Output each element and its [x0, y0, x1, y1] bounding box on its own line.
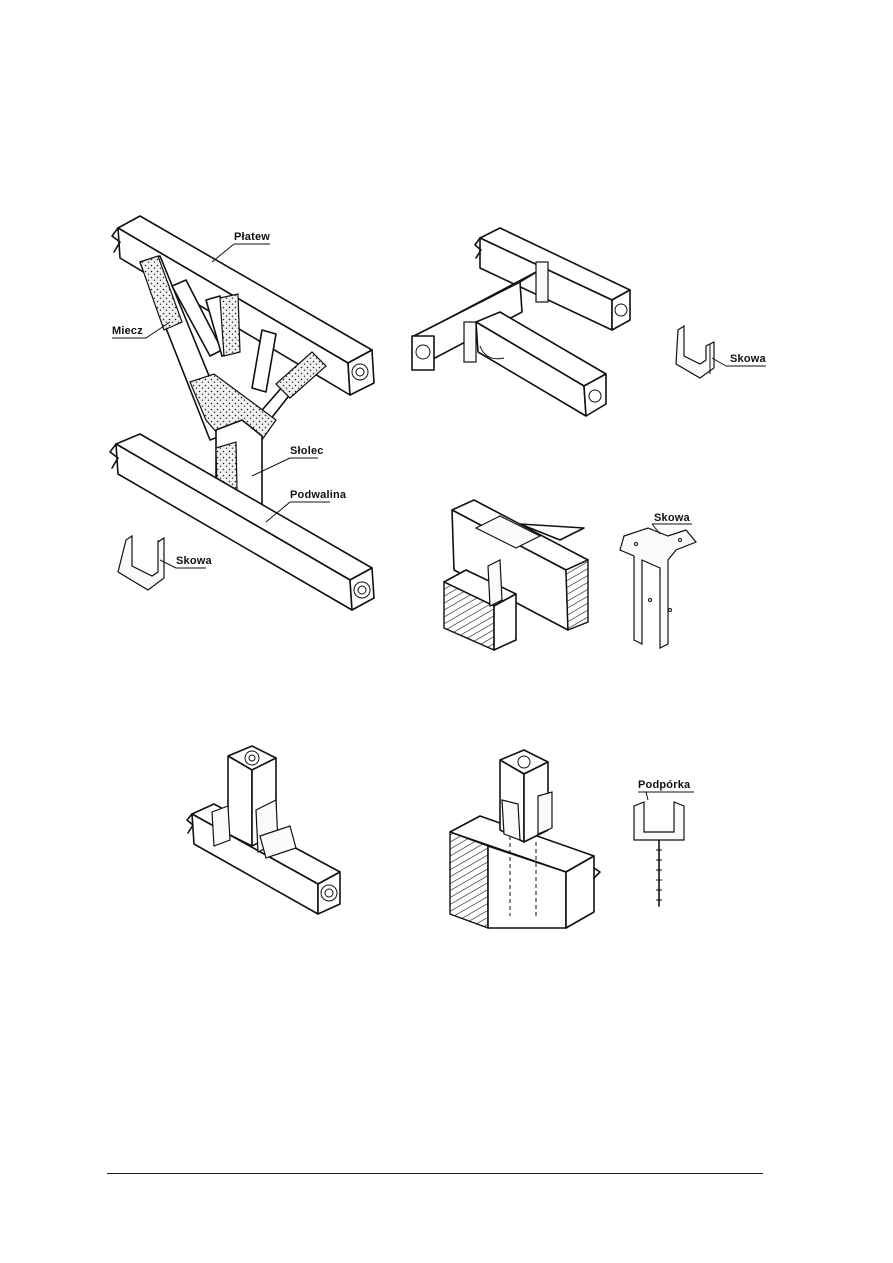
strap-connector: [474, 515, 585, 607]
label-skowa-2: Skowa: [730, 353, 767, 365]
strap-hanger-icon: [619, 527, 697, 649]
label-podporka: Podpórka: [638, 779, 691, 791]
leader-skowa-3: [651, 523, 692, 535]
label-stolec: Słolec: [290, 445, 324, 457]
label-skowa-1: Skowa: [176, 555, 213, 567]
post-anchor-icon: [633, 801, 685, 907]
leader-podporka: [638, 791, 694, 801]
label-skowa-3: Skowa: [654, 512, 691, 524]
angle-brackets: [211, 799, 297, 859]
joist-hanger-icon: [117, 534, 165, 591]
leader-lines-fig1: [112, 243, 330, 569]
figure-post-anchor: Podpórka: [449, 749, 694, 930]
leader-skowa-2: [711, 357, 766, 367]
joist-hanger-icon-2: [675, 324, 715, 379]
figure-frame-connection: Płatew Miecz Słolec Podwalina Skowa: [109, 215, 375, 611]
footer-rule: [107, 1173, 763, 1174]
label-platew: Płatew: [234, 231, 270, 243]
figure-joist-hanger-connection: Skowa: [411, 227, 767, 417]
label-miecz: Miecz: [112, 325, 143, 337]
joist-left: [411, 269, 541, 371]
sill-beam: [109, 433, 375, 611]
figure-strap-connection: Skowa: [443, 499, 697, 652]
label-podwalina: Podwalina: [290, 489, 347, 501]
joist-right: [475, 261, 607, 417]
figure-post-on-beam: [186, 745, 341, 915]
anchor-plates: [501, 791, 553, 841]
foundation-block: [449, 815, 601, 930]
